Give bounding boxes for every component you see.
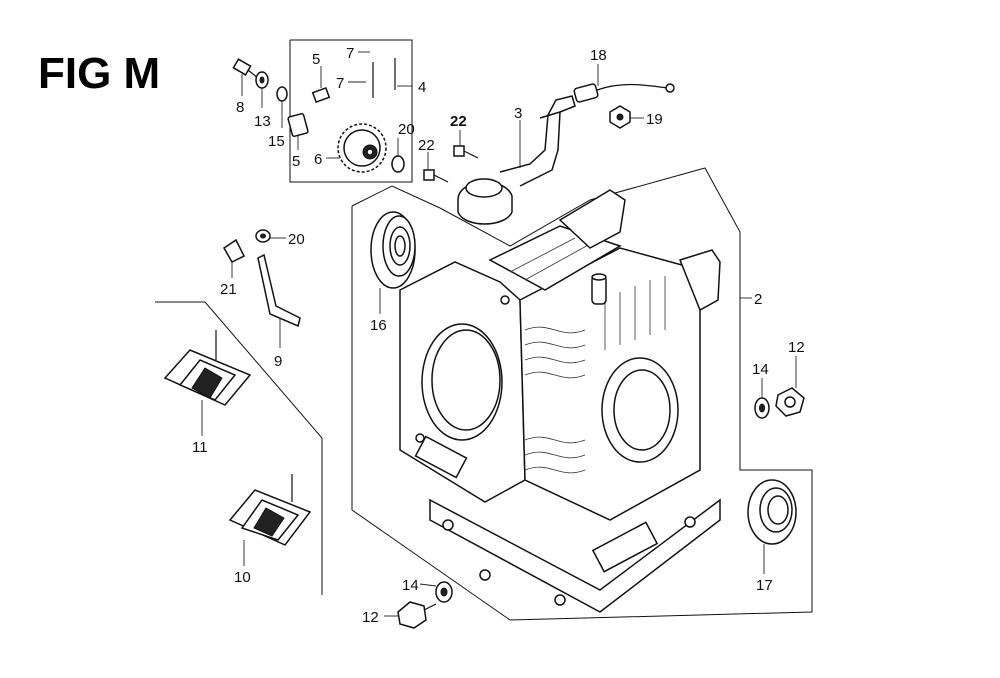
washer-part-13 (255, 71, 269, 89)
pump-group-outline (289, 39, 413, 183)
washer-part-20-upper (391, 155, 405, 173)
callout-8: 8 (236, 99, 244, 116)
plug-part-12-right (775, 387, 805, 417)
bearing-part-16 (370, 211, 416, 289)
sensor-part-18 (573, 83, 675, 103)
callout-20-upper: 20 (398, 121, 415, 138)
bolt-part-22-b (423, 169, 449, 183)
nut-part-20-lower (255, 229, 271, 243)
callout-20-lower: 20 (288, 231, 305, 248)
callout-5-upper: 5 (312, 51, 320, 68)
washer-part-14-right (754, 397, 770, 419)
callout-12-right: 12 (788, 339, 805, 356)
callout-15: 15 (268, 133, 285, 150)
washer-part-15 (276, 86, 288, 102)
callout-12-lower: 12 (362, 609, 379, 626)
callout-3: 3 (514, 105, 522, 122)
callout-13: 13 (254, 113, 271, 130)
callout-14-lower: 14 (402, 577, 419, 594)
callout-21: 21 (220, 281, 237, 298)
clip-part-21 (223, 238, 246, 263)
callout-16: 16 (370, 317, 387, 334)
bolt-part-22-a (453, 145, 479, 159)
callout-5-lower: 5 (292, 153, 300, 170)
plug-part-12-lower (397, 601, 437, 629)
crankcase-part-2 (399, 189, 721, 613)
callout-9: 9 (274, 353, 282, 370)
callout-7-lower: 7 (336, 75, 344, 92)
nut-part-19 (609, 105, 631, 129)
rod-part-9 (257, 253, 301, 328)
mount-part-10 (228, 474, 312, 546)
seal-part-17 (747, 479, 797, 545)
washer-part-14-lower (435, 581, 453, 603)
cylinder-fins (524, 326, 586, 474)
callout-4: 4 (418, 79, 426, 96)
callout-7-upper: 7 (346, 45, 354, 62)
crankcase-group-outline (351, 167, 813, 621)
callout-18: 18 (590, 47, 607, 64)
pin-part-5-upper (311, 86, 331, 104)
leader-lines (201, 51, 797, 617)
rod-part-7 (372, 58, 396, 98)
callout-14-right: 14 (752, 361, 769, 378)
figure-title: FIG M (38, 49, 160, 98)
callout-11: 11 (192, 439, 208, 456)
gear-part-6 (337, 123, 387, 173)
callout-labels: 8 13 15 5 5 7 7 4 6 20 22 22 3 18 19 20 … (192, 45, 805, 626)
callout-17: 17 (756, 577, 773, 594)
callout-22-upper: 22 (450, 113, 467, 130)
callout-2: 2 (754, 291, 762, 308)
mount-group-outline (155, 301, 323, 595)
callout-6: 6 (314, 151, 322, 168)
mount-part-11 (163, 330, 252, 406)
bolt-part-8 (232, 58, 259, 79)
housing-part-3 (457, 95, 576, 225)
callout-19: 19 (646, 111, 663, 128)
callout-22-lower: 22 (418, 137, 435, 154)
plate-part-5-lower (287, 112, 309, 138)
callout-10: 10 (234, 569, 251, 586)
